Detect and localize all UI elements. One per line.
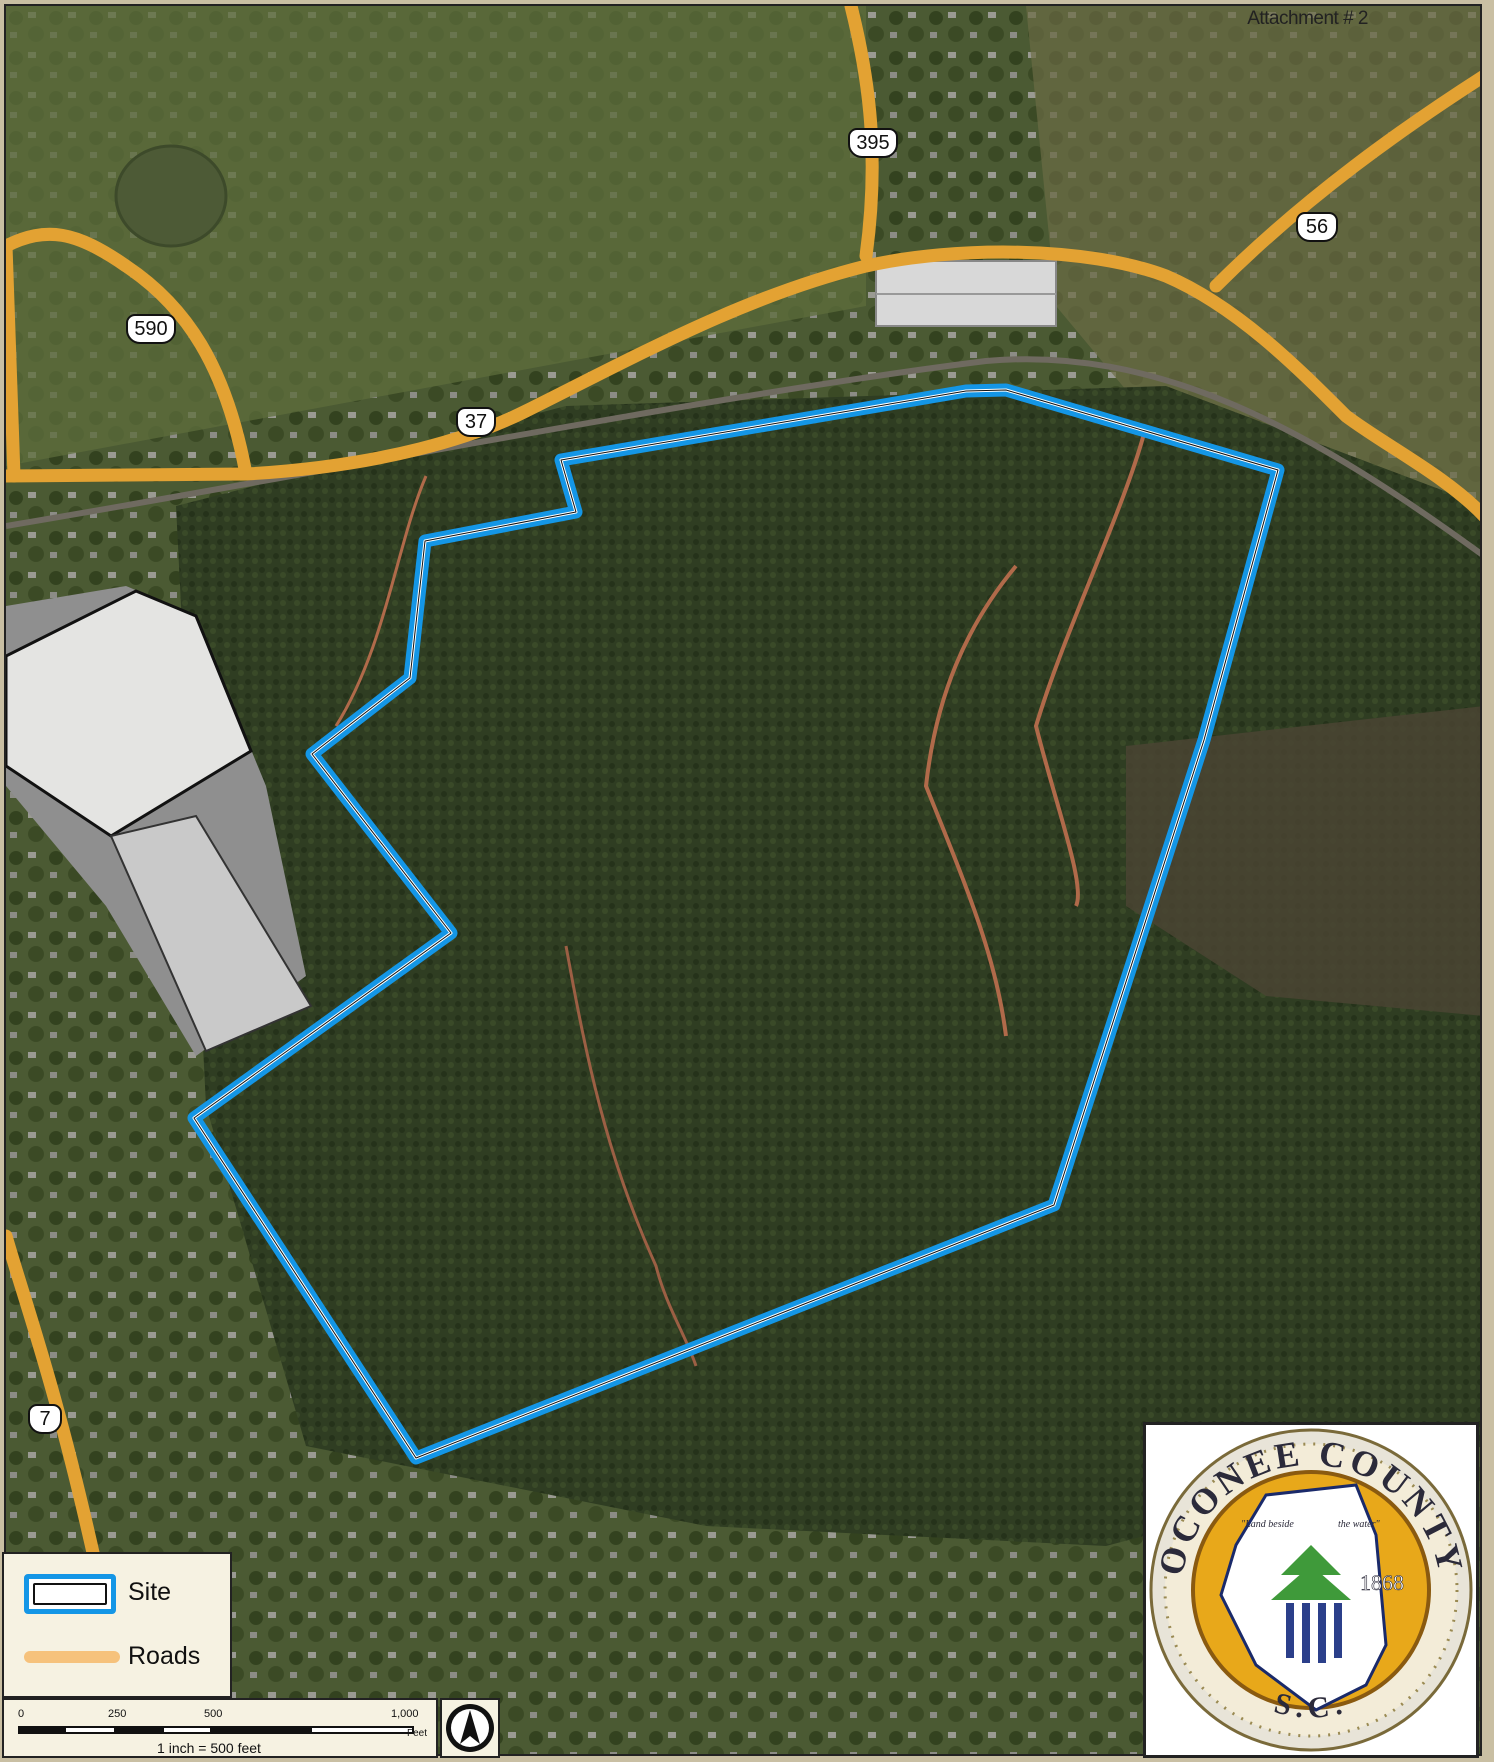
scale-tick-1000: 1,000 [391,1708,419,1720]
road-395 [844,6,879,263]
aerial-map[interactable]: Attachment # 2 395 56 590 37 7 [4,4,1482,1756]
northern-fields [6,6,866,466]
svg-text:S.C.: S.C. [1271,1686,1351,1725]
warehouse-roof-north [6,589,253,838]
route-shield-590: 590 [126,314,176,344]
seal-motto-left: "Land beside [1241,1519,1294,1530]
scale-bar: 0 250 500 1,000 Feet 1 inch = 500 feet [2,1698,438,1758]
route-shield-395: 395 [848,128,898,158]
road-symbol-icon [24,1651,120,1663]
scale-tick-250: 250 [108,1708,127,1720]
scale-tick-500: 500 [204,1708,223,1720]
north-arrow-box [440,1698,500,1758]
north-arrow-icon [446,1704,494,1752]
railroad [6,356,1480,557]
pond [114,144,228,248]
road-590 [6,227,253,481]
eastern-clearing [1126,706,1480,1016]
road-7 [6,1229,103,1573]
scale-unit: Feet [407,1728,428,1739]
route-shield-7: 7 [28,1404,62,1434]
dirt-trail-west [334,475,428,727]
seal-year: 1868 [1360,1570,1404,1595]
seal-bottom-text: S.C. [1271,1686,1345,1725]
warehouse-roof-south [109,814,313,1053]
dirt-trail-east [1033,425,1148,907]
map-legend: Site Roads [2,1552,232,1698]
aerial-imagery [6,6,1480,1754]
scale-caption: 1 inch = 500 feet [157,1740,261,1756]
scale-tick-0: 0 [18,1708,25,1720]
legend-site-label: Site [128,1578,172,1606]
route-shield-37: 37 [456,407,496,437]
county-seal-icon: OCONEE COUNTY S.C. "Land beside the wate… [1149,1428,1473,1752]
road-56 [1209,70,1480,293]
scale-graphic [18,1726,414,1734]
site-symbol-icon [24,1574,116,1614]
road-590-west [6,239,21,483]
legend-roads-label: Roads [128,1642,201,1670]
route-shield-56: 56 [1296,212,1338,242]
county-seal-box: OCONEE COUNTY S.C. "Land beside the wate… [1143,1422,1479,1758]
dirt-trail-south [564,945,698,1367]
attachment-label: Attachment # 2 [1247,8,1368,29]
forest-cover [176,386,1480,1546]
seal-motto-right: the water" [1338,1519,1380,1530]
dirt-trail-center [923,564,1018,1037]
